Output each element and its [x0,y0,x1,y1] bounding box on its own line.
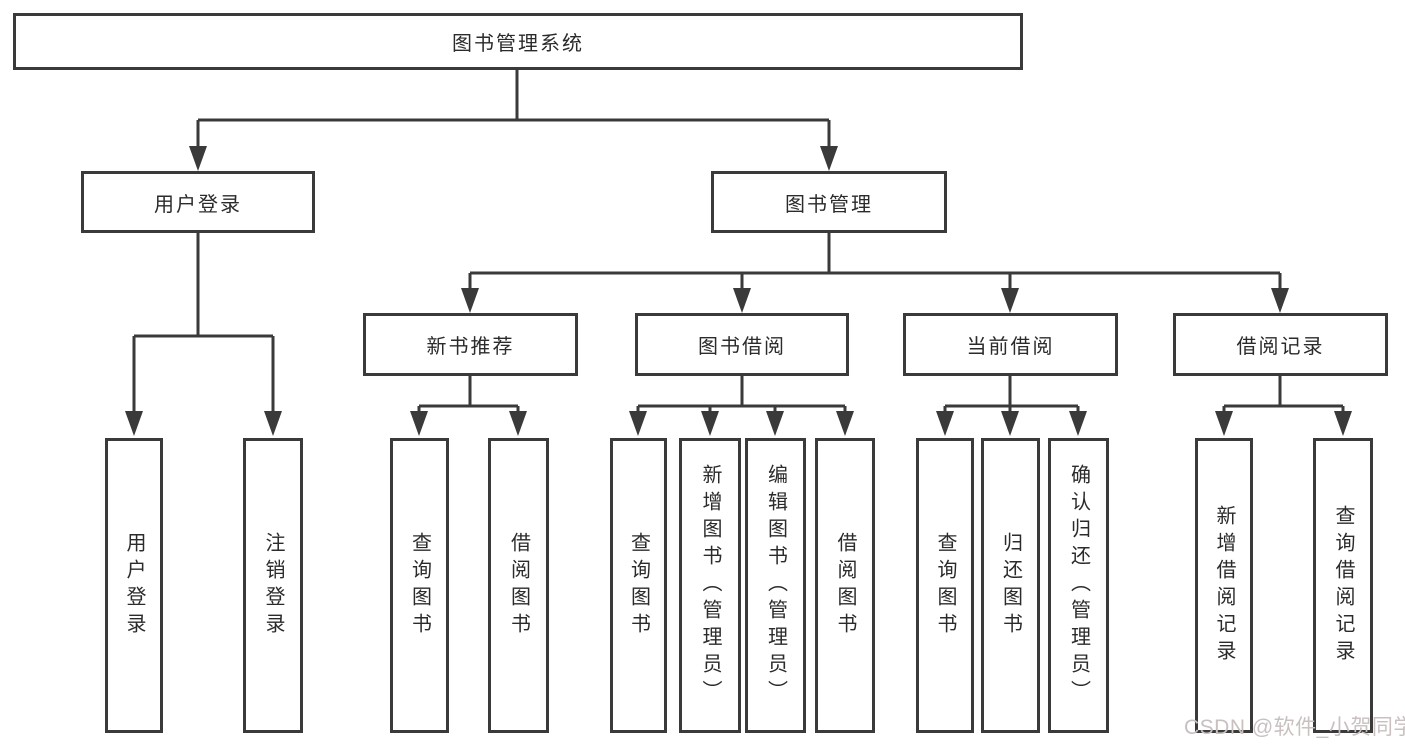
leaf-logout-label: 注销登录 [262,531,284,640]
leaf-edit-book-admin: 编辑图书（管理员） [745,438,806,733]
leaf-query-books-borrow-label: 查询图书 [627,531,650,640]
leaf-query-books-current: 查询图书 [916,438,974,733]
leaf-add-borrow-record-label: 新增借阅记录 [1213,504,1235,667]
node-root-label: 图书管理系统 [452,33,584,55]
leaf-confirm-return-admin: 确认归还（管理员） [1048,438,1109,733]
leaf-user-login: 用户登录 [105,438,163,733]
leaf-return-books: 归还图书 [981,438,1040,733]
node-new-book-recommend: 新书推荐 [363,313,578,376]
leaf-confirm-return-admin-label: 确认归还（管理员） [1067,464,1090,707]
node-user-login-label: 用户登录 [154,193,242,216]
node-user-login: 用户登录 [81,171,315,233]
leaf-add-book-admin: 新增图书（管理员） [679,438,741,733]
leaf-query-borrow-record: 查询借阅记录 [1313,438,1373,733]
node-current-borrow: 当前借阅 [903,313,1118,376]
node-new-book-recommend-label: 新书推荐 [426,336,515,358]
leaf-add-borrow-record: 新增借阅记录 [1195,438,1253,733]
leaf-borrow-books-label: 借阅图书 [834,531,856,640]
leaf-borrow-books: 借阅图书 [815,438,875,733]
leaf-return-books-label: 归还图书 [999,531,1022,640]
node-book-borrow-label: 图书借阅 [698,336,786,358]
node-current-borrow-label: 当前借阅 [966,336,1055,358]
node-borrow-records-label: 借阅记录 [1236,336,1325,358]
leaf-query-books-current-label: 查询图书 [934,531,956,640]
leaf-add-book-admin-label: 新增图书（管理员） [699,464,721,707]
node-book-management: 图书管理 [711,171,947,233]
leaf-query-books-recommend-label: 查询图书 [408,531,431,640]
node-book-management-label: 图书管理 [785,193,873,216]
leaf-borrow-books-recommend-label: 借阅图书 [507,531,530,640]
arrowhead-icon [125,146,1352,436]
watermark: CSDN @软件_小贺同学 [1184,716,1405,739]
connector-lines [132,70,1345,413]
node-book-borrow: 图书借阅 [635,313,849,376]
leaf-borrow-books-recommend: 借阅图书 [488,438,549,733]
leaf-query-books-borrow: 查询图书 [610,438,667,733]
leaf-edit-book-admin-label: 编辑图书（管理员） [764,464,787,707]
node-root: 图书管理系统 [13,13,1023,70]
leaf-user-login-label: 用户登录 [123,531,145,640]
leaf-logout: 注销登录 [243,438,303,733]
node-borrow-records: 借阅记录 [1173,313,1388,376]
leaf-query-books-recommend: 查询图书 [390,438,449,733]
leaf-query-borrow-record-label: 查询借阅记录 [1332,504,1354,667]
